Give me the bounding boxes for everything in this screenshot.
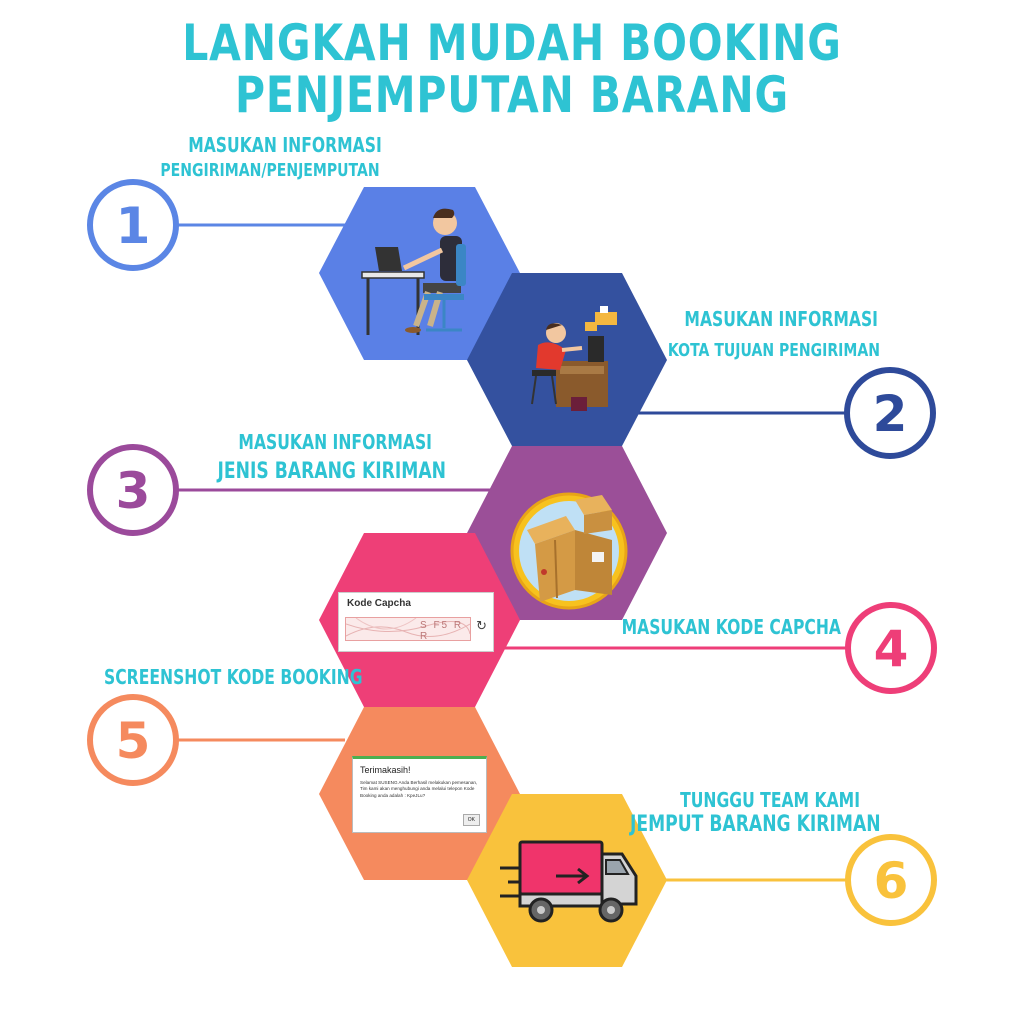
person-desk-illustration bbox=[531, 306, 617, 411]
person-laptop-illustration bbox=[361, 208, 466, 335]
number-circle-5: 5 bbox=[87, 694, 179, 786]
captcha-title: Kode Capcha bbox=[347, 598, 411, 609]
page-title-line-1: LANGKAH MUDAH BOOKING bbox=[182, 14, 842, 72]
step-2-label-line-2: KOTA TUJUAN PENGIRIMAN bbox=[667, 340, 880, 361]
step-number-1: 1 bbox=[116, 197, 151, 255]
refresh-icon[interactable]: ↻ bbox=[476, 619, 487, 634]
number-circle-3: 3 bbox=[87, 444, 179, 536]
step-5-label-line-1: SCREENSHOT KODE BOOKING bbox=[104, 665, 363, 689]
step-number-3: 3 bbox=[116, 462, 151, 520]
ok-button[interactable]: OK bbox=[462, 814, 480, 826]
boxes-illustration bbox=[510, 492, 628, 610]
dialog-message: Selamat SUSENG Anda Berhasil melakukan p… bbox=[360, 780, 478, 798]
step-1-label-line-1: MASUKAN INFORMASI bbox=[188, 133, 382, 157]
captcha-card: Kode Capcha S F5 R R ↻ bbox=[338, 592, 494, 652]
step-number-6: 6 bbox=[874, 852, 909, 910]
step-number-4: 4 bbox=[874, 620, 909, 678]
booking-dialog: Terimakasih! Selamat SUSENG Anda Berhasi… bbox=[352, 756, 487, 833]
step-number-2: 2 bbox=[873, 385, 908, 443]
step-2-label-line-1: MASUKAN INFORMASI bbox=[684, 307, 878, 331]
number-circle-1: 1 bbox=[87, 179, 179, 271]
step-6-label-line-1: TUNGGU TEAM KAMI bbox=[680, 788, 860, 812]
page-title-line-2: PENJEMPUTAN BARANG bbox=[235, 66, 789, 124]
captcha-image: S F5 R R bbox=[345, 617, 471, 641]
captcha-noise bbox=[346, 618, 470, 637]
step-3-label-line-1: MASUKAN INFORMASI bbox=[238, 430, 432, 454]
step-1-label-line-2: PENGIRIMAN/PENJEMPUTAN bbox=[160, 160, 380, 181]
step-4-label-line-1: MASUKAN KODE CAPCHA bbox=[621, 615, 841, 639]
number-circle-4: 4 bbox=[845, 602, 937, 694]
dialog-title: Terimakasih! bbox=[360, 765, 411, 775]
number-circle-6: 6 bbox=[845, 834, 937, 926]
step-3-label-line-2: JENIS BARANG KIRIMAN bbox=[217, 459, 446, 484]
captcha-code: S F5 R R bbox=[420, 620, 464, 641]
number-circle-2: 2 bbox=[844, 367, 936, 459]
step-6-label-line-2: JEMPUT BARANG KIRIMAN bbox=[629, 812, 881, 837]
step-number-5: 5 bbox=[116, 712, 151, 770]
truck-illustration bbox=[500, 840, 638, 923]
